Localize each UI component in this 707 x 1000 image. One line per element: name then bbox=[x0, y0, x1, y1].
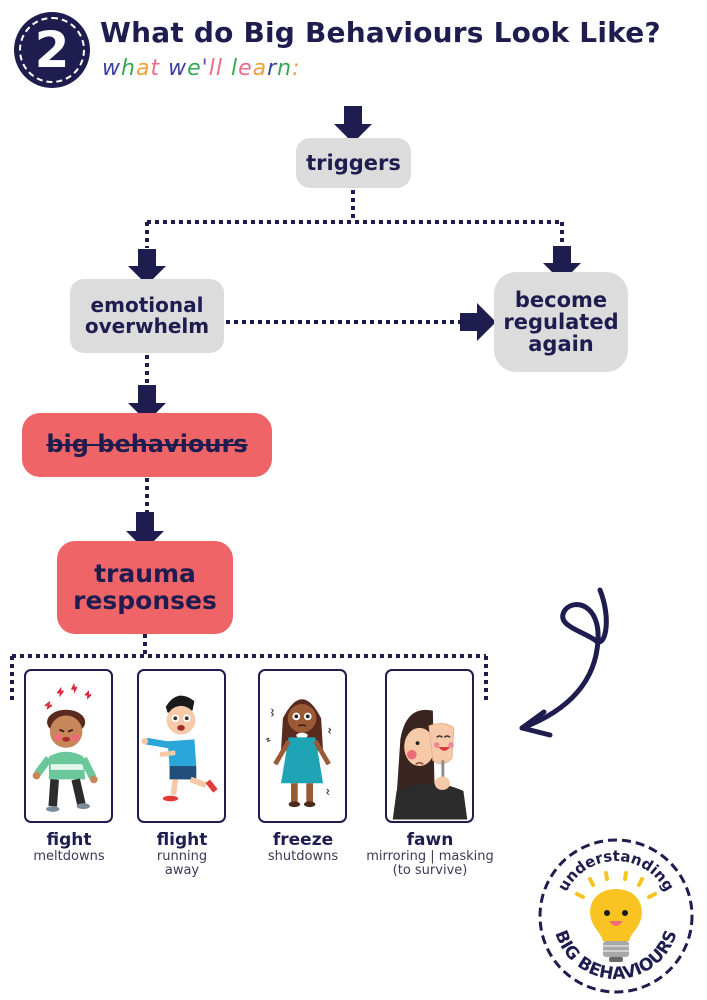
emotional-overwhelm-line2: overwhelm bbox=[84, 314, 210, 338]
arrow-right-icon bbox=[460, 303, 496, 341]
subtitle-letter: a bbox=[135, 56, 151, 81]
angry-boy-illustration bbox=[32, 682, 98, 812]
curly-arrow-icon bbox=[519, 587, 609, 738]
subtitle-letter: l bbox=[230, 56, 239, 81]
subtitle-letter: w bbox=[102, 56, 121, 81]
response-fawn: fawn mirroring | masking (to survive) bbox=[355, 830, 505, 878]
response-description: mirroring | masking bbox=[366, 849, 494, 864]
triggers-label: triggers bbox=[306, 150, 401, 175]
big-behaviours-label-strikethrough: big behaviours bbox=[46, 430, 248, 459]
response-fight: fight meltdowns bbox=[14, 830, 124, 864]
section-number: 2 bbox=[34, 21, 70, 79]
subtitle-letter: r bbox=[267, 56, 278, 81]
box-trauma-responses: trauma responses bbox=[57, 541, 233, 634]
lightbulb-icon bbox=[575, 871, 657, 962]
response-freeze: freeze shutdowns bbox=[248, 830, 358, 864]
subtitle-letter: a bbox=[252, 56, 268, 81]
card-fawn bbox=[385, 669, 474, 823]
understanding-big-behaviours-logo: understanding BIG BEHAVIOURS bbox=[538, 838, 694, 994]
response-title: freeze bbox=[272, 830, 334, 850]
response-title: flight bbox=[156, 830, 208, 850]
response-title: fight bbox=[46, 830, 92, 850]
card-freeze bbox=[258, 669, 347, 823]
arrow-down-icon bbox=[543, 246, 581, 282]
badge-dashed-ring bbox=[19, 17, 85, 83]
subtitle-letter: e bbox=[187, 56, 202, 81]
regulated-line1: become bbox=[514, 287, 608, 312]
page-title: What do Big Behaviours Look Like? bbox=[100, 16, 661, 49]
masked-woman-illustration bbox=[392, 709, 468, 820]
regulated-line3: again bbox=[528, 332, 594, 357]
card-flight bbox=[137, 669, 226, 823]
subtitle-letter: h bbox=[121, 56, 136, 81]
response-description: meltdowns bbox=[33, 849, 105, 864]
subtitle-letter: l bbox=[208, 56, 216, 81]
subtitle-what-well-learn: what we'll learn: bbox=[102, 56, 301, 81]
running-boy-illustration bbox=[141, 695, 218, 802]
section-number-badge: 2 bbox=[14, 12, 90, 88]
box-become-regulated-again: become regulated again bbox=[494, 272, 628, 372]
subtitle-letter: w bbox=[168, 56, 188, 81]
box-triggers: triggers bbox=[296, 138, 411, 188]
card-fight bbox=[24, 669, 113, 823]
box-emotional-overwhelm: emotional overwhelm bbox=[70, 279, 224, 353]
arrow-down-icon bbox=[128, 249, 166, 285]
response-description: shutdowns bbox=[267, 849, 339, 864]
box-big-behaviours: big behaviours bbox=[22, 413, 272, 477]
arrow-down-icon bbox=[126, 512, 164, 550]
response-flight: flight running away bbox=[127, 830, 237, 878]
regulated-line2: regulated bbox=[503, 309, 619, 334]
response-description: running bbox=[156, 849, 208, 864]
subtitle-letter: : bbox=[292, 56, 301, 81]
trauma-responses-line1: trauma bbox=[94, 559, 196, 589]
subtitle-letter: l bbox=[215, 56, 223, 81]
subtitle-letter: n bbox=[277, 56, 293, 81]
arrow-down-icon bbox=[128, 385, 166, 422]
trauma-responses-line2: responses bbox=[73, 585, 217, 615]
response-description: (to survive) bbox=[392, 863, 468, 878]
subtitle-letter: e bbox=[238, 56, 253, 81]
emotional-overwhelm-line1: emotional bbox=[90, 293, 204, 317]
subtitle-letter: ' bbox=[201, 56, 209, 81]
arrow-down-icon bbox=[334, 106, 372, 143]
frozen-girl-illustration bbox=[265, 699, 332, 808]
response-description: away bbox=[164, 863, 200, 878]
response-title: fawn bbox=[406, 830, 454, 850]
subtitle-letter: t bbox=[150, 56, 161, 81]
